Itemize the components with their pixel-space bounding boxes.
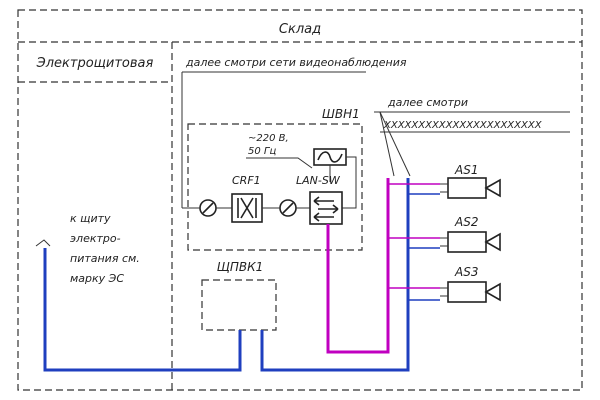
power-cables: [43, 178, 440, 372]
power-panel-note: к щиту электро- питания см. марку ЭС: [35, 212, 140, 285]
power-cabinet-label: ЩПВК1: [217, 260, 264, 274]
electrical-room-zone: Электрощитовая: [18, 42, 173, 390]
voltage-line-1: ~220 В,: [248, 133, 289, 144]
see-further-ref: XXXXXXXXXXXXXXXXXXXXXXX: [383, 120, 543, 131]
see-further-label: далее смотри: [387, 96, 468, 109]
power-panel-line-1: к щиту: [70, 212, 111, 225]
power-panel-line-4: марку ЭС: [70, 272, 124, 285]
connector-icon-2: [279, 199, 297, 217]
switch-label: LAN-SW: [296, 174, 341, 187]
power-panel-line-2: электро-: [70, 232, 121, 245]
voltage-line-2: 50 Гц: [248, 146, 276, 157]
camera-as2: AS2: [440, 215, 501, 253]
see-further-note: далее смотри XXXXXXXXXXXXXXXXXXXXXXX: [374, 96, 570, 177]
power-cabinet: ЩПВК1: [201, 260, 277, 331]
power-cable-cameras: [260, 178, 410, 372]
network-cable-main: [326, 178, 390, 354]
power-supply-icon: [313, 148, 347, 166]
connector-icon-1: [199, 199, 217, 217]
protector-label: CRF1: [232, 174, 261, 187]
switch-icon: [309, 191, 343, 225]
camera-label: AS2: [454, 215, 478, 229]
camera-icon: [440, 177, 501, 199]
camera-icon: [440, 281, 501, 303]
network-cables: [326, 178, 440, 354]
warehouse-zone: Склад: [17, 9, 583, 391]
video-cabinet: ШВН1 ~220 В, 50 Гц CRF1 LAN-SW: [182, 107, 363, 251]
camera-as1: AS1: [440, 163, 501, 199]
camera-as3: AS3: [440, 265, 501, 303]
warehouse-title: Склад: [279, 22, 321, 37]
video-cabinet-label: ШВН1: [322, 107, 360, 121]
power-panel-line-3: питания см.: [70, 252, 140, 265]
video-network-note: далее смотри сети видеонаблюдения: [181, 56, 407, 208]
electrical-room-title: Электрощитовая: [36, 56, 154, 71]
camera-icon: [440, 231, 501, 253]
power-cable-main: [43, 248, 242, 372]
camera-label: AS3: [454, 265, 478, 279]
protector-icon: [231, 193, 263, 223]
camera-label: AS1: [454, 163, 478, 177]
video-network-label: далее смотри сети видеонаблюдения: [185, 56, 407, 69]
